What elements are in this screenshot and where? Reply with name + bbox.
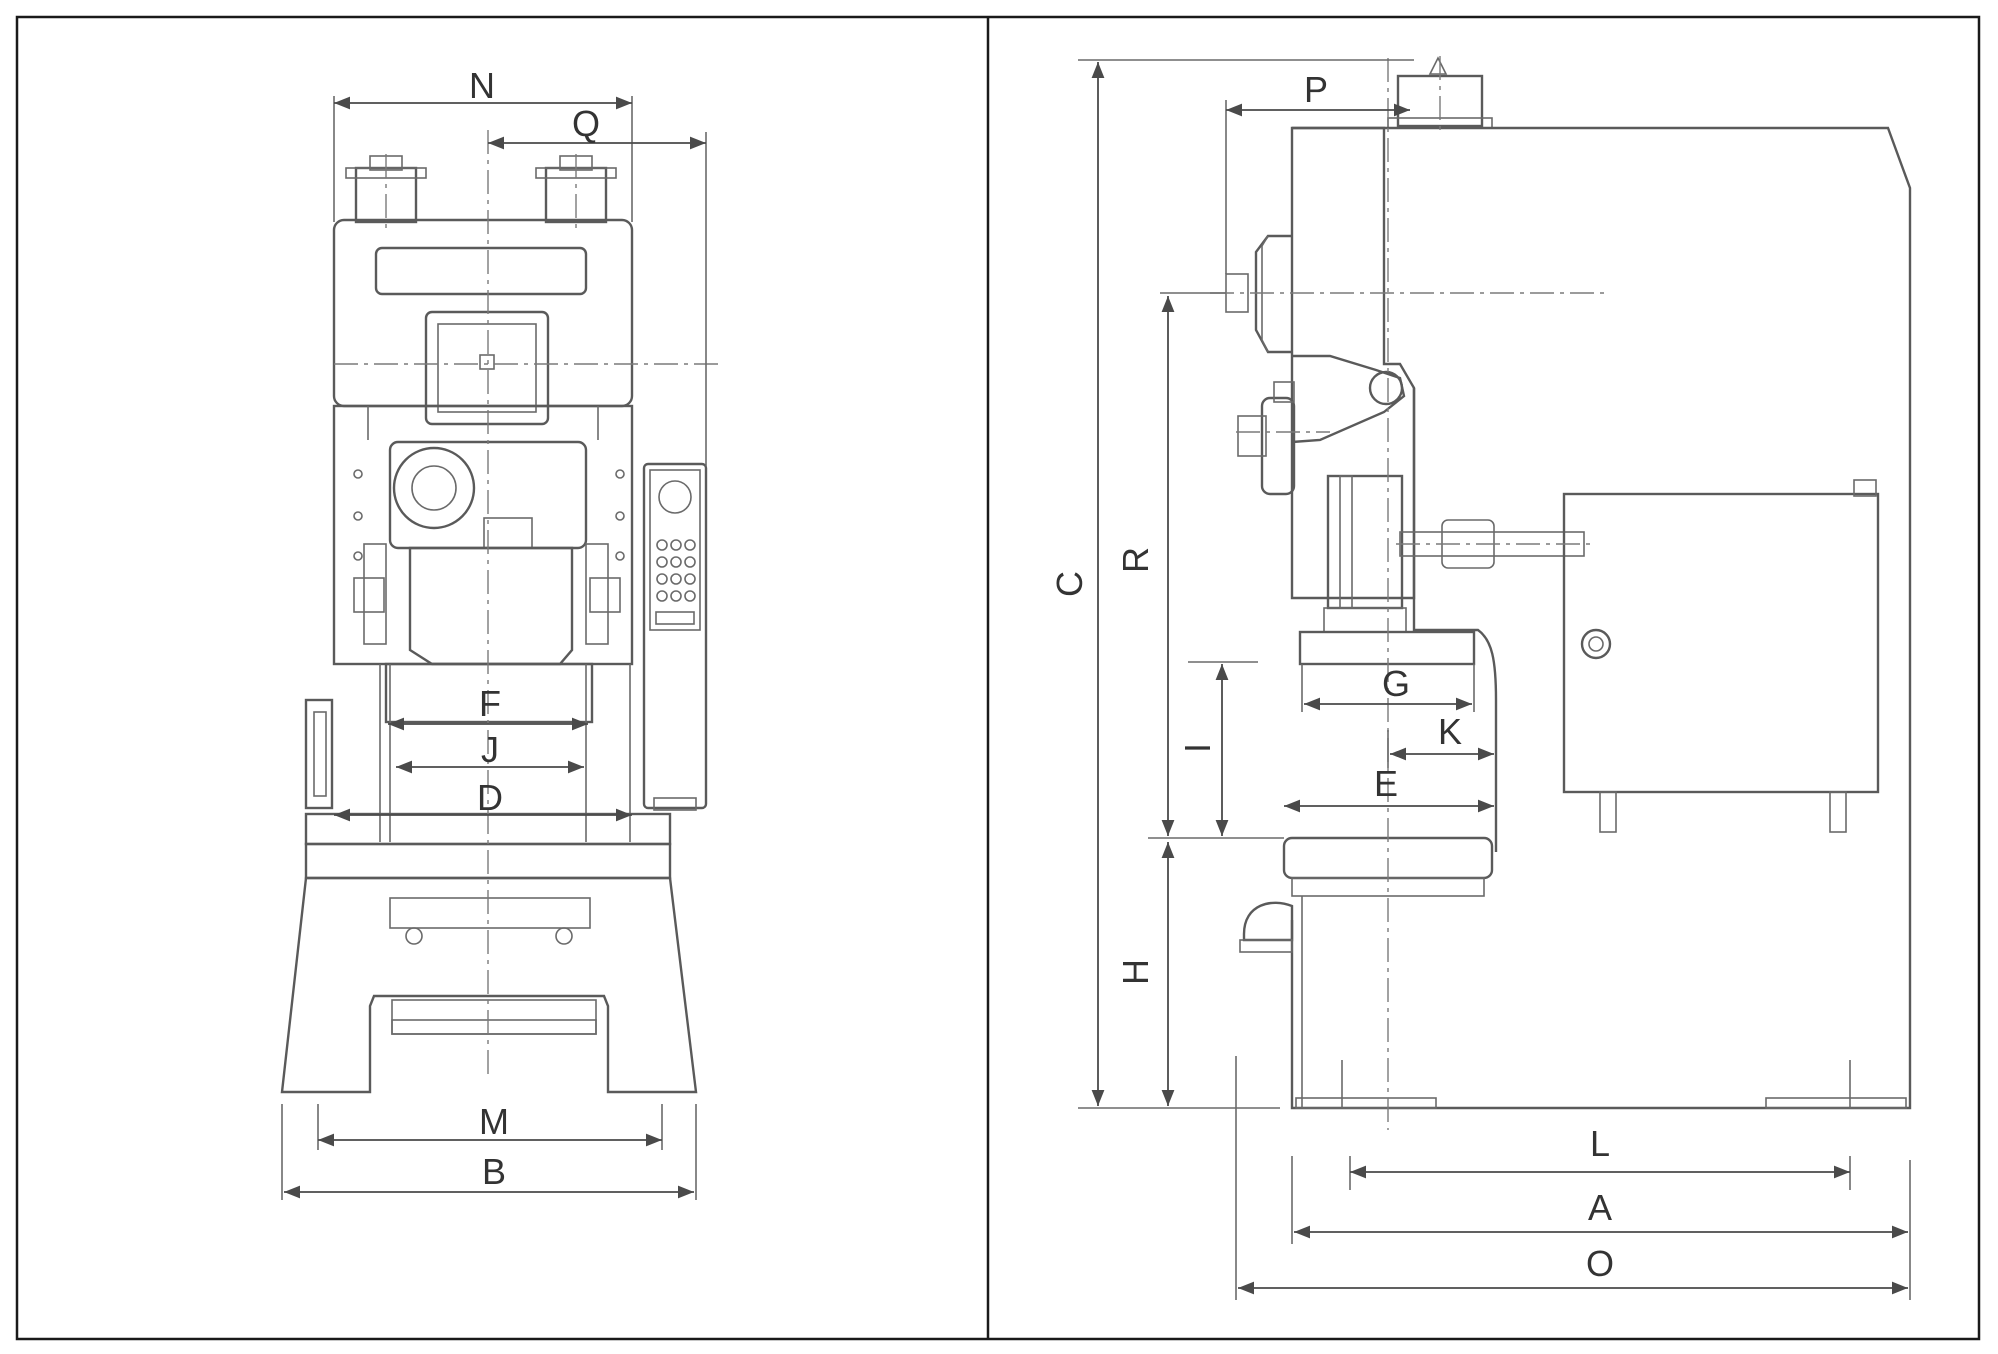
label-K: K	[1438, 711, 1462, 752]
side-view: P C R I H G K E L A O	[1049, 56, 1912, 1300]
front-side-handwheel	[304, 698, 334, 810]
label-L: L	[1590, 1123, 1610, 1164]
label-J: J	[481, 729, 499, 770]
side-slide	[1326, 474, 1404, 610]
label-P: P	[1304, 69, 1328, 110]
label-G: G	[1382, 663, 1410, 704]
front-frame-body	[332, 404, 634, 666]
label-N: N	[469, 65, 495, 106]
side-clutch	[1260, 396, 1296, 496]
side-flywheel	[1225, 234, 1292, 354]
front-base	[280, 876, 698, 1094]
side-crank-link	[1291, 354, 1406, 444]
label-F: F	[479, 683, 501, 724]
label-M: M	[479, 1101, 509, 1142]
label-C: C	[1049, 571, 1090, 597]
label-O: O	[1586, 1243, 1614, 1284]
label-I: I	[1177, 743, 1218, 753]
front-motor-box	[424, 310, 550, 426]
control-pendant	[642, 462, 708, 811]
side-upper-die	[1298, 630, 1476, 666]
label-A: A	[1588, 1187, 1612, 1228]
label-H: H	[1115, 959, 1156, 985]
front-view: N Q F J D M B	[280, 65, 720, 1200]
front-slide	[408, 546, 574, 666]
side-throat	[1290, 126, 1416, 600]
label-D: D	[477, 777, 503, 818]
label-R: R	[1115, 547, 1156, 573]
outer-border	[15, 15, 1981, 1341]
front-flywheel	[392, 446, 476, 530]
front-nameplate	[374, 246, 588, 296]
label-E: E	[1374, 763, 1398, 804]
side-control-box	[1562, 492, 1880, 794]
side-foot-pedal	[1242, 901, 1294, 942]
label-B: B	[482, 1151, 506, 1192]
label-Q: Q	[572, 103, 600, 144]
side-frame-outline	[1290, 126, 1912, 1110]
